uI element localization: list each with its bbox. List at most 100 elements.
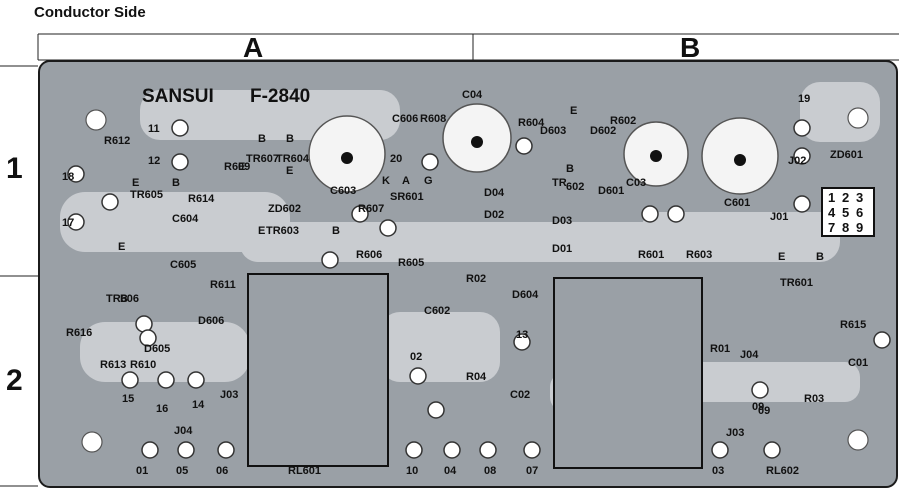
silk-label: D602	[590, 125, 616, 137]
silk-label: TR603	[266, 225, 299, 237]
silk-label: RL601	[288, 465, 321, 477]
grid-number: 1	[828, 190, 835, 205]
silk-label: R612	[104, 135, 130, 147]
silk-label: B	[120, 293, 128, 305]
silk-label: D601	[598, 185, 624, 197]
silk-label: B	[332, 225, 340, 237]
column-label-a: A	[243, 32, 264, 63]
silk-label: 04	[444, 465, 457, 477]
grid-number: 3	[856, 190, 863, 205]
silk-label: C01	[848, 357, 868, 369]
grid-number: 2	[842, 190, 849, 205]
silk-label: C605	[170, 259, 196, 271]
silk-label: B	[258, 133, 266, 145]
silk-label: E	[570, 105, 577, 117]
silk-label: D01	[552, 243, 572, 255]
silk-label: R608	[420, 113, 446, 125]
silk-label: R02	[466, 273, 486, 285]
silk-label: 09	[758, 405, 770, 417]
silk-label: J03	[220, 389, 238, 401]
silk-label: R611	[210, 279, 236, 291]
column-label-b: B	[680, 32, 701, 63]
silk-label: C601	[724, 197, 750, 209]
silk-label: 602	[566, 181, 584, 193]
silk-label: E	[238, 161, 245, 173]
silk-label: R601	[638, 249, 664, 261]
grid-number: 8	[842, 220, 849, 235]
pcb-artwork: 1 2 3 4 5 6 7 8 9 SANSUI F-2840 R612TR60…	[60, 82, 891, 477]
silk-label: 14	[192, 399, 205, 411]
silk-label: 16	[156, 403, 168, 415]
silk-label: R01	[710, 343, 730, 355]
silk-label: 12	[148, 155, 160, 167]
header-title: Conductor Side	[34, 4, 146, 21]
silk-label: J01	[770, 211, 788, 223]
silk-label: TR604	[276, 153, 310, 165]
silk-label: R602	[610, 115, 636, 127]
silk-label: R607	[358, 203, 384, 215]
silk-label: D603	[540, 125, 566, 137]
silk-label: R03	[804, 393, 824, 405]
silk-label: J04	[740, 349, 759, 361]
silk-label: TR607	[246, 153, 279, 165]
silk-label: 07	[526, 465, 538, 477]
silk-label: R615	[840, 319, 866, 331]
silk-label: 20	[390, 153, 402, 165]
silk-label: TR605	[130, 189, 163, 201]
silk-label: 11	[148, 123, 160, 135]
silk-label: K	[382, 175, 390, 187]
silk-label: B	[286, 133, 294, 145]
silk-label: D02	[484, 209, 504, 221]
silk-label: R614	[188, 193, 215, 205]
silk-label: SR601	[390, 191, 424, 203]
silk-label: E	[118, 241, 125, 253]
silk-label: D606	[198, 315, 224, 327]
grid-number: 4	[828, 205, 836, 220]
silk-label: J03	[726, 427, 744, 439]
silk-label: TR	[552, 177, 567, 189]
silk-label: R616	[66, 327, 92, 339]
silk-label: 02	[410, 351, 422, 363]
silk-label: B	[816, 251, 824, 263]
silk-label: R603	[686, 249, 712, 261]
row-label-2: 2	[6, 364, 23, 397]
silk-label: C03	[626, 177, 646, 189]
silk-label: ZD601	[830, 149, 863, 161]
silk-label: TR601	[780, 277, 813, 289]
silk-label: ZD602	[268, 203, 301, 215]
silk-label: C606	[392, 113, 418, 125]
silk-label: J02	[788, 155, 806, 167]
silk-label: R04	[466, 371, 487, 383]
silk-label: R609	[224, 161, 250, 173]
silk-label: E	[132, 177, 139, 189]
silk-label: R610	[130, 359, 156, 371]
silk-label: R604	[518, 117, 545, 129]
silk-label: A	[402, 175, 410, 187]
silk-label: B	[566, 163, 574, 175]
silk-label: E	[286, 165, 293, 177]
silk-label: R606	[356, 249, 382, 261]
silk-label: 10	[406, 465, 418, 477]
row-label-1: 1	[6, 152, 23, 185]
board-brand: SANSUI	[142, 86, 214, 107]
silk-label: RL602	[766, 465, 799, 477]
silk-label: 06	[216, 465, 228, 477]
grid-number: 6	[856, 205, 863, 220]
relay-rl602-outline	[247, 273, 389, 467]
silk-label: 05	[176, 465, 188, 477]
grid-number: 5	[842, 205, 849, 220]
grid-number: 7	[828, 220, 835, 235]
silk-label: R605	[398, 257, 424, 269]
silk-label: E	[258, 225, 265, 237]
silk-label: E	[778, 251, 785, 263]
silk-label: 09	[752, 401, 764, 413]
silk-label: J04	[174, 425, 193, 437]
silk-label: D04	[484, 187, 505, 199]
silk-label: 01	[136, 465, 148, 477]
silk-label: 19	[798, 93, 810, 105]
silk-label: C602	[424, 305, 450, 317]
silk-label: B	[172, 177, 180, 189]
silk-label: C603	[330, 185, 356, 197]
silk-label: D605	[144, 343, 170, 355]
